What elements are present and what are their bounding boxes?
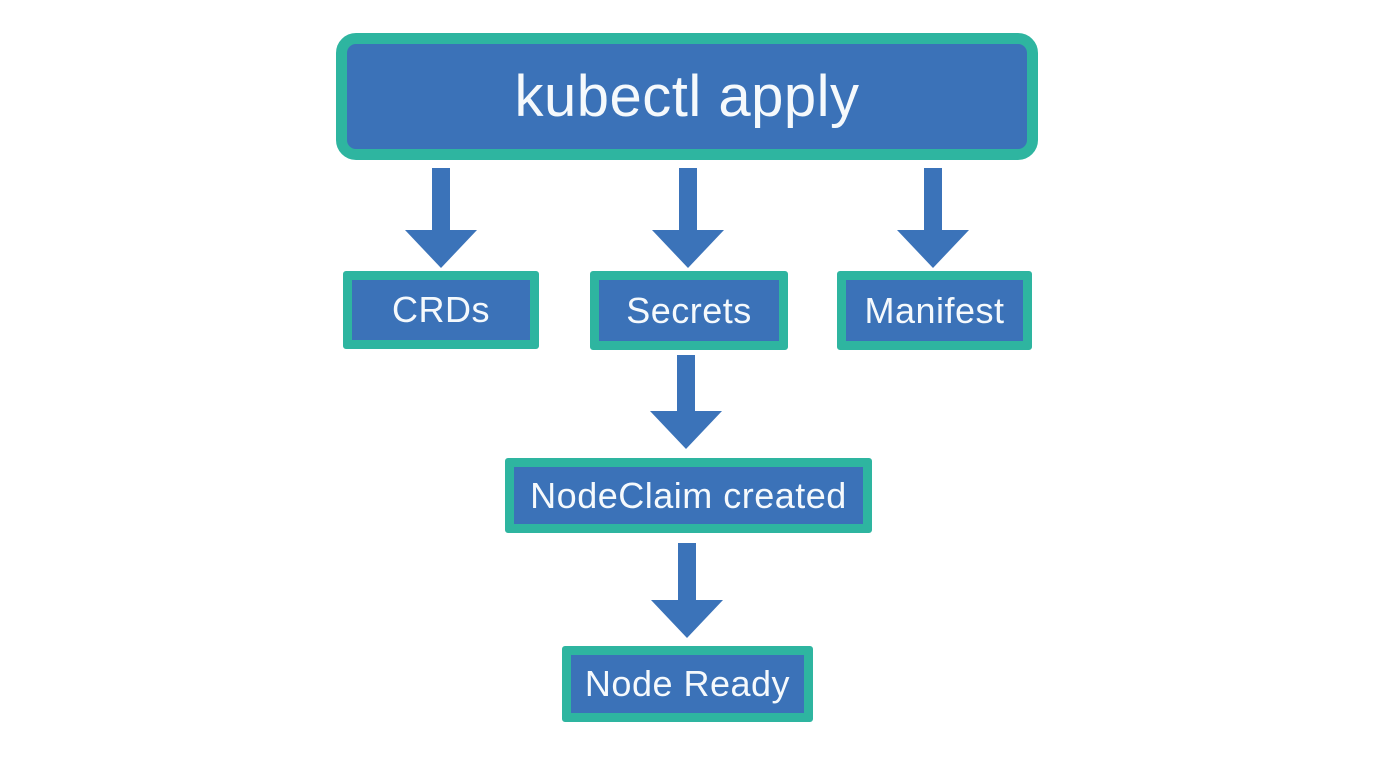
- arrow-shaft: [677, 355, 695, 411]
- node-nodeclaim-created-label: NodeClaim created: [530, 474, 847, 516]
- node-crds-label: CRDs: [392, 289, 490, 330]
- node-node-ready: Node Ready: [562, 646, 813, 722]
- node-secrets: Secrets: [590, 271, 788, 350]
- arrow-head-icon: [652, 230, 724, 268]
- node-manifest-label: Manifest: [864, 289, 1005, 331]
- node-secrets-label: Secrets: [626, 289, 752, 331]
- arrow-head-icon: [897, 230, 969, 268]
- node-nodeclaim-created: NodeClaim created: [505, 458, 872, 533]
- node-manifest: Manifest: [837, 271, 1032, 350]
- arrow-head-icon: [405, 230, 477, 268]
- node-crds: CRDs: [343, 271, 539, 349]
- arrow-shaft: [678, 543, 696, 600]
- arrow-nodeclaim-created-to-node-ready: [651, 543, 723, 638]
- arrow-kubectl-apply-to-secrets: [652, 168, 724, 268]
- node-kubectl-apply-label: kubectl apply: [514, 64, 860, 129]
- arrow-shaft: [432, 168, 450, 230]
- arrow-shaft: [679, 168, 697, 230]
- arrow-secrets-to-nodeclaim-created: [650, 355, 722, 449]
- node-node-ready-label: Node Ready: [584, 663, 791, 704]
- arrow-shaft: [924, 168, 942, 230]
- arrow-head-icon: [650, 411, 722, 449]
- arrow-head-icon: [651, 600, 723, 638]
- arrow-kubectl-apply-to-manifest: [897, 168, 969, 268]
- node-kubectl-apply: kubectl apply: [336, 33, 1038, 160]
- arrow-kubectl-apply-to-crds: [405, 168, 477, 268]
